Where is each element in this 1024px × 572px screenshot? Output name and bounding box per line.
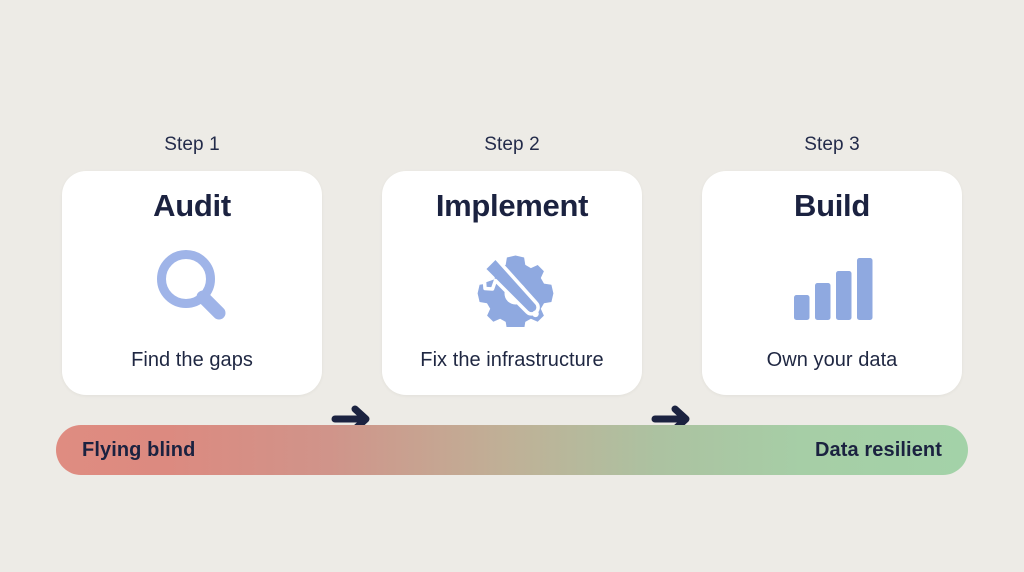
spectrum-end-label: Data resilient [814, 439, 942, 461]
steps-row: Step 1 Audit Find the gaps Step 2 Implem… [0, 132, 1024, 433]
step-group-2: Step 2 Implement Fix the infrastructure [382, 132, 642, 398]
step-group-3: Step 3 Build Own your data [702, 132, 962, 398]
spectrum-start-label: Flying blind [82, 439, 196, 461]
step-card-audit[interactable]: Audit Find the gaps [62, 171, 322, 395]
spectrum-bar: Flying blind Data resilient [56, 425, 968, 475]
step-card-title-2: Implement [435, 188, 589, 223]
magnifier-icon [62, 226, 322, 348]
step-card-implement[interactable]: Implement Fix the infrastructure [382, 171, 642, 395]
step-label-1: Step 1 [164, 134, 220, 155]
step-card-subtitle-3: Own your data [766, 349, 898, 371]
step-card-title-1: Audit [153, 188, 231, 223]
bar-chart-icon [702, 226, 962, 348]
step-card-subtitle-1: Find the gaps [131, 349, 253, 371]
step-card-build[interactable]: Build Own your data [702, 171, 962, 395]
step-card-subtitle-2: Fix the infrastructure [420, 349, 604, 371]
gear-wrench-icon [382, 226, 642, 348]
step-card-title-3: Build [794, 188, 870, 223]
step-group-1: Step 1 Audit Find the gaps [62, 132, 322, 398]
step-label-2: Step 2 [484, 134, 540, 155]
step-label-3: Step 3 [804, 134, 860, 155]
